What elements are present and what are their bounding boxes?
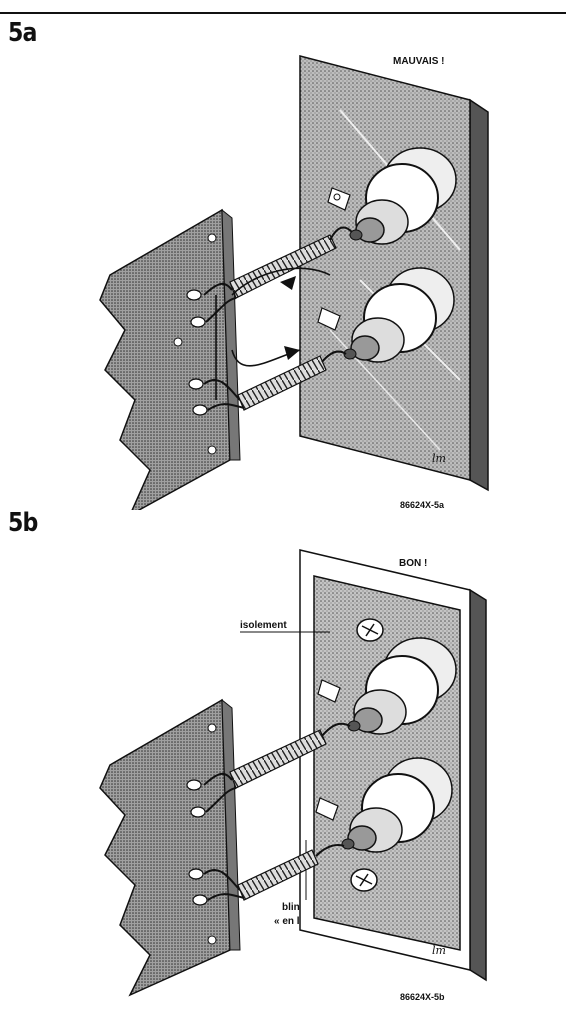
screw-upper-icon (356, 618, 384, 642)
caption-mauvais: MAUVAIS ! (393, 56, 445, 67)
figure-label-5a: 5a (8, 18, 37, 48)
arrow-right-icon (284, 346, 300, 360)
arrow-left-icon (280, 276, 296, 290)
artist-signature-b: lm (432, 944, 446, 957)
shielded-cable-upper-b (203, 722, 351, 813)
circuit-board-a (99, 208, 241, 510)
figure-code-b: 86624X-5b (400, 992, 445, 1002)
top-rule (0, 12, 566, 14)
annotation-isolation: isolement (240, 620, 287, 631)
figure-5a-illustration (0, 50, 566, 510)
caption-bon: BON ! (399, 558, 428, 569)
figure-code-a: 86624X-5a (400, 500, 445, 510)
rca-socket-upper-a (327, 147, 457, 245)
rca-socket-lower-b (315, 757, 453, 853)
artist-signature-a: lm (432, 452, 446, 465)
figure-5b-illustration (0, 540, 566, 1000)
rca-socket-upper-b (317, 637, 457, 735)
rca-socket-lower-a (317, 267, 455, 363)
insulation-sheet (313, 575, 461, 951)
front-panel-a (299, 55, 489, 492)
annotation-shield-line2: « en l'air » (274, 916, 323, 927)
screw-lower-icon (350, 868, 378, 892)
figure-label-5b: 5b (8, 508, 38, 538)
front-panel-b (299, 549, 487, 982)
circuit-board-b (99, 698, 241, 997)
shielded-cable-lower-b (203, 844, 345, 901)
shielded-cable-lower-a (203, 350, 347, 411)
